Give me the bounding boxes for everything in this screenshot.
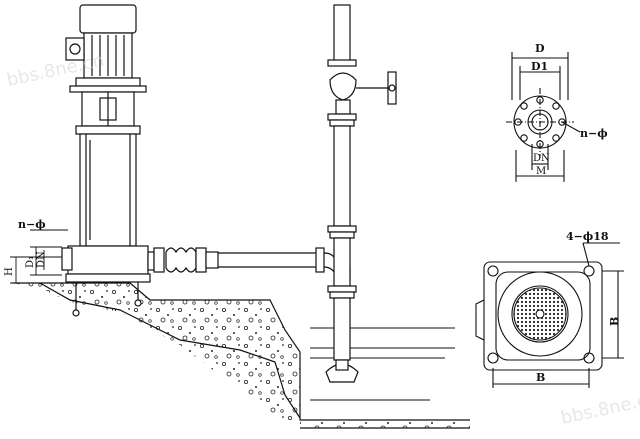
flexible-joint xyxy=(165,247,197,273)
suction-riser xyxy=(325,4,397,383)
flange-d-label: D xyxy=(535,42,545,55)
base-b-bottom-label: B xyxy=(536,371,545,384)
gate-valve xyxy=(329,72,357,101)
flange-m-label: M xyxy=(536,166,546,177)
base-holes-label: 4−ϕ18 xyxy=(566,230,609,243)
pump-column xyxy=(79,133,137,247)
motor xyxy=(79,4,137,34)
mount-hole xyxy=(487,265,499,277)
flange-view xyxy=(506,52,581,182)
mount-hole xyxy=(487,352,499,364)
base-view xyxy=(475,242,624,388)
side-bolt-label: n−ϕ xyxy=(18,218,46,231)
pump-outer-ring xyxy=(497,271,583,357)
foundation xyxy=(12,282,470,429)
suction-pipe xyxy=(153,247,351,281)
side-dimensions xyxy=(10,229,68,284)
mount-hole xyxy=(583,352,595,364)
flange-bolt-label: n−ϕ xyxy=(580,127,608,140)
water-level xyxy=(310,327,455,401)
pump-base xyxy=(67,245,149,275)
flange-d1-label: D1 xyxy=(531,60,548,73)
side-d1-label: D₁ xyxy=(25,256,36,268)
side-dn-label: DN xyxy=(36,251,47,268)
vertical-pump xyxy=(61,4,155,317)
flange-dn-label: DN xyxy=(533,153,550,164)
side-h-label: H xyxy=(4,267,15,276)
base-b-right-label: B xyxy=(608,317,621,326)
